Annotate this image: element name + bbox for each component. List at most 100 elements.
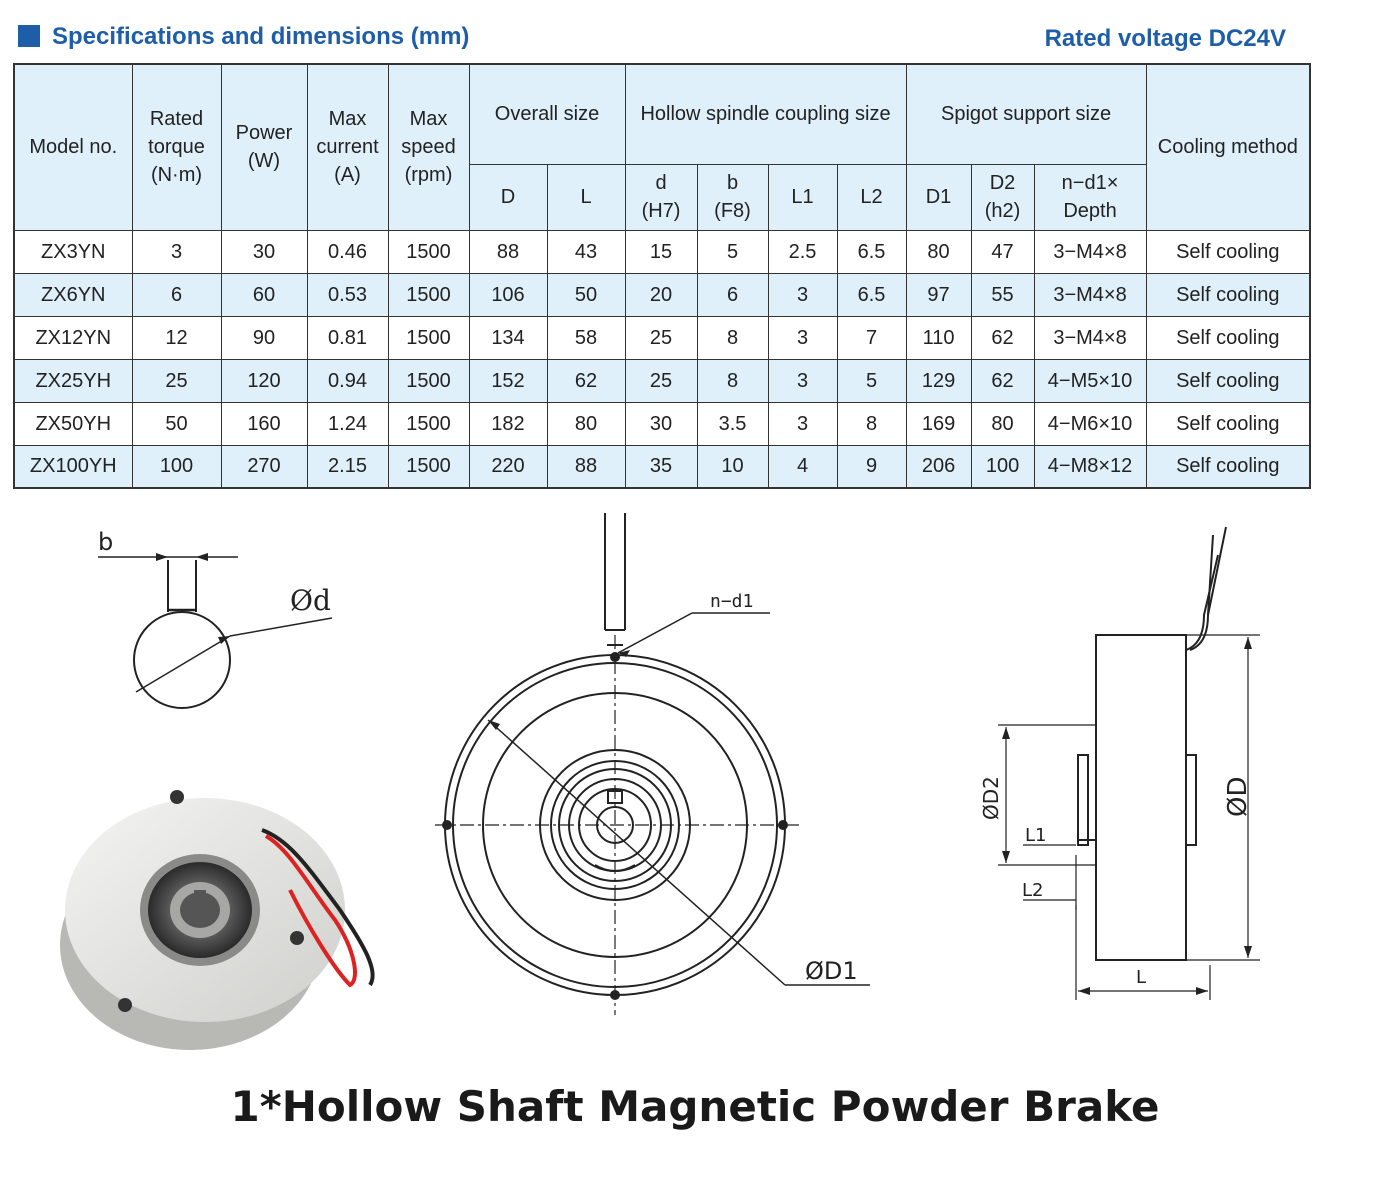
- header-overall-size: Overall size: [468, 63, 626, 165]
- table-cell: 62: [970, 358, 1035, 403]
- table-cell: 206: [905, 444, 972, 489]
- table-cell: ZX25YH: [13, 358, 133, 403]
- table-cell: 50: [546, 272, 626, 317]
- table-cell: 5: [696, 229, 769, 274]
- table-cell: ZX12YN: [13, 315, 133, 360]
- side-L-label: L: [1136, 967, 1146, 988]
- header-D1: D1: [905, 163, 972, 231]
- table-cell: 182: [468, 401, 548, 446]
- table-cell: 60: [220, 272, 308, 317]
- front-view-drawing: n−d1 ØD1: [435, 513, 870, 1015]
- table-cell: 152: [468, 358, 548, 403]
- table-cell: 80: [546, 401, 626, 446]
- table-cell: Self cooling: [1145, 229, 1311, 274]
- table-cell: 0.46: [306, 229, 389, 274]
- keyway-d-label: Ød: [290, 584, 331, 617]
- table-cell: 160: [220, 401, 308, 446]
- header-model: Model no.: [13, 63, 133, 231]
- table-cell: 1500: [387, 358, 470, 403]
- side-L1-label: L1: [1025, 825, 1046, 846]
- header-hollow-spindle: Hollow spindle coupling size: [624, 63, 907, 165]
- header-cooling: Cooling method: [1145, 63, 1311, 231]
- table-cell: 1500: [387, 401, 470, 446]
- rated-voltage: Rated voltage DC24V: [1044, 25, 1286, 52]
- table-cell: 62: [970, 315, 1035, 360]
- table-cell: 1.24: [306, 401, 389, 446]
- front-D1-label: ØD1: [805, 957, 858, 985]
- table-cell: 6: [696, 272, 769, 317]
- table-cell: 4−M5×10: [1033, 358, 1147, 403]
- table-cell: 97: [905, 272, 972, 317]
- table-cell: 4: [767, 444, 838, 489]
- table-cell: 3: [767, 272, 838, 317]
- table-cell: 3: [767, 401, 838, 446]
- header-b: b(F8): [696, 163, 769, 231]
- header-square-icon: [18, 25, 40, 47]
- table-cell: 6.5: [836, 272, 907, 317]
- header-D2: D2(h2): [970, 163, 1035, 231]
- header-nd1: n−d1×Depth: [1033, 163, 1147, 231]
- table-cell: 62: [546, 358, 626, 403]
- table-cell: 120: [220, 358, 308, 403]
- table-cell: 25: [624, 358, 698, 403]
- table-cell: 88: [546, 444, 626, 489]
- side-view-drawing: ØD2 ØD L1 L2 L: [979, 526, 1260, 1000]
- table-cell: ZX6YN: [13, 272, 133, 317]
- table-cell: ZX100YH: [13, 444, 133, 489]
- front-nd1-label: n−d1: [710, 591, 753, 612]
- table-cell: 47: [970, 229, 1035, 274]
- table-cell: 0.53: [306, 272, 389, 317]
- table-cell: 8: [836, 401, 907, 446]
- table-cell: 35: [624, 444, 698, 489]
- table-cell: 106: [468, 272, 548, 317]
- page-header: Specifications and dimensions (mm) Rated…: [14, 20, 1286, 56]
- table-cell: 2.5: [767, 229, 838, 274]
- side-L2-label: L2: [1022, 880, 1043, 901]
- header-power: Power(W): [220, 63, 308, 231]
- table-cell: 43: [546, 229, 626, 274]
- table-cell: 1500: [387, 315, 470, 360]
- table-cell: 6.5: [836, 229, 907, 274]
- table-cell: 3−M4×8: [1033, 315, 1147, 360]
- table-cell: 8: [696, 358, 769, 403]
- table-cell: 1500: [387, 229, 470, 274]
- table-cell: 55: [970, 272, 1035, 317]
- table-cell: 25: [131, 358, 222, 403]
- section-title: Specifications and dimensions (mm): [52, 23, 470, 50]
- table-cell: 80: [905, 229, 972, 274]
- table-cell: 129: [905, 358, 972, 403]
- table-cell: 6: [131, 272, 222, 317]
- table-cell: Self cooling: [1145, 315, 1311, 360]
- table-cell: 110: [905, 315, 972, 360]
- table-cell: 0.81: [306, 315, 389, 360]
- table-cell: 15: [624, 229, 698, 274]
- table-cell: 8: [696, 315, 769, 360]
- side-D-label: ØD: [1223, 777, 1253, 818]
- table-cell: 3: [767, 358, 838, 403]
- table-cell: ZX50YH: [13, 401, 133, 446]
- table-cell: 3−M4×8: [1033, 272, 1147, 317]
- table-cell: 1500: [387, 272, 470, 317]
- table-cell: 30: [624, 401, 698, 446]
- table-cell: 0.94: [306, 358, 389, 403]
- table-cell: Self cooling: [1145, 358, 1311, 403]
- table-cell: 90: [220, 315, 308, 360]
- header-L1: L1: [767, 163, 838, 231]
- keyway-b-label: b: [98, 528, 113, 556]
- table-cell: 88: [468, 229, 548, 274]
- table-cell: 100: [131, 444, 222, 489]
- table-cell: Self cooling: [1145, 444, 1311, 489]
- table-cell: 4−M6×10: [1033, 401, 1147, 446]
- table-cell: 4−M8×12: [1033, 444, 1147, 489]
- table-cell: 134: [468, 315, 548, 360]
- product-photo: [60, 790, 375, 1050]
- header-L2: L2: [836, 163, 907, 231]
- table-cell: 80: [970, 401, 1035, 446]
